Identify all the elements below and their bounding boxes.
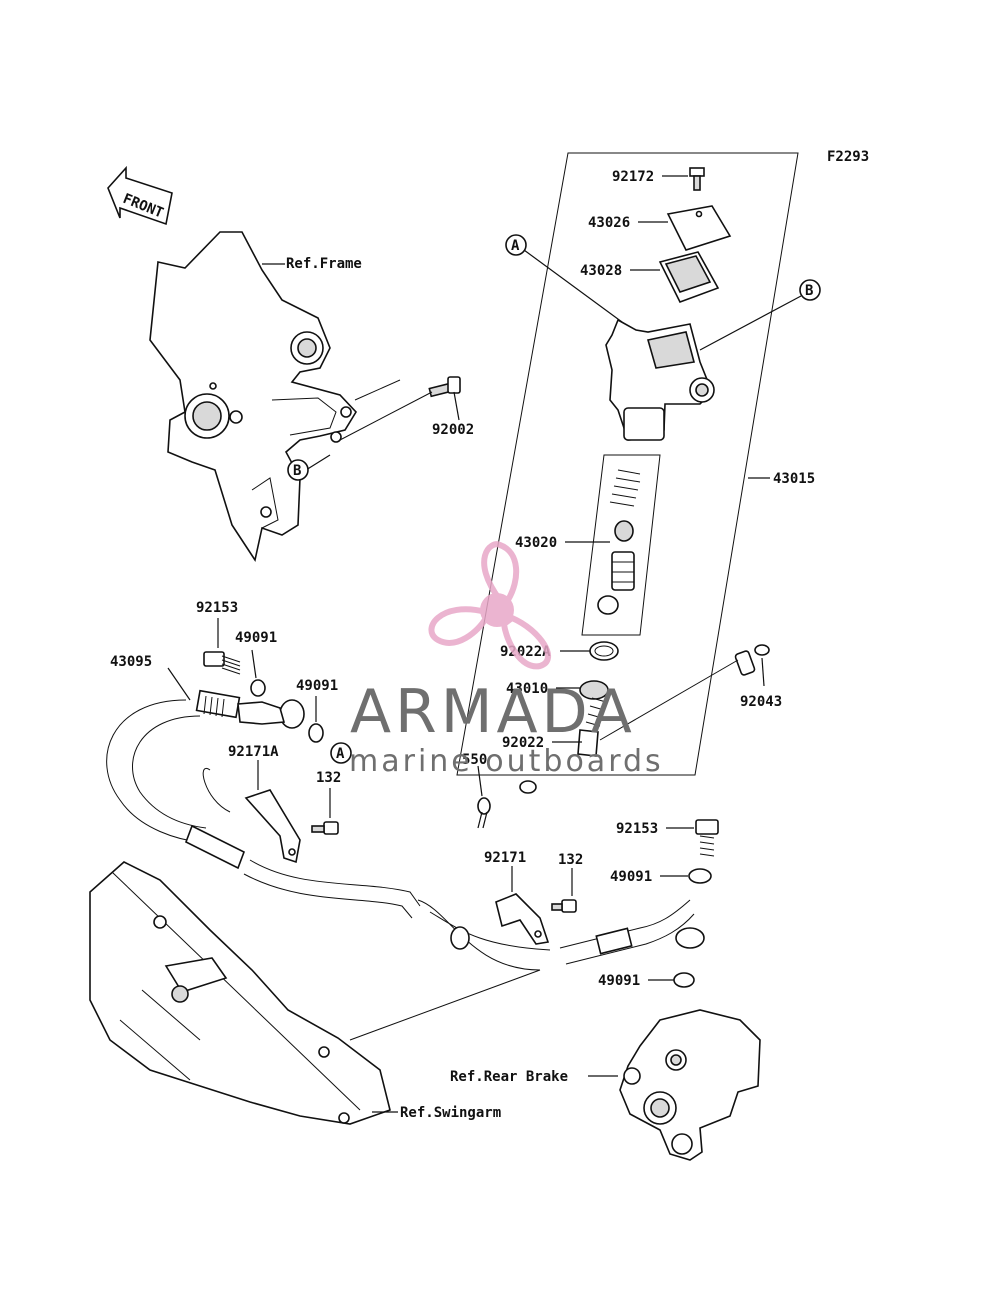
washer-49091-c [688, 868, 712, 884]
piston-kit-box-43020 [581, 454, 661, 636]
label-43010: 43010 [506, 681, 548, 697]
label-49091-c: 49091 [610, 869, 652, 885]
label-43026: 43026 [588, 215, 630, 231]
label-43020: 43020 [515, 535, 557, 551]
label-43095: 43095 [110, 654, 152, 670]
callout-b-top: B [805, 283, 813, 299]
washer [519, 780, 537, 794]
label-43028: 43028 [580, 263, 622, 279]
label-49091-a: 49091 [235, 630, 277, 646]
label-92002: 92002 [432, 422, 474, 438]
label-92171a: 92171A [228, 744, 279, 760]
callout-a-top: A [511, 238, 520, 254]
clamp-92171a [202, 767, 301, 864]
label-43015: 43015 [773, 471, 815, 487]
figure-code: F2293 [827, 149, 869, 165]
front-arrow-icon: FRONT [107, 165, 173, 226]
frame-drawing [149, 231, 358, 563]
push-rod-43010 [577, 680, 609, 757]
label-49091-b: 49091 [296, 678, 338, 694]
lower-hose [417, 899, 705, 971]
assembly-outline-43015 [456, 152, 799, 776]
washer-49091-d [673, 972, 695, 988]
cap-43026 [666, 205, 732, 251]
washer-49091-b [308, 723, 324, 743]
rear-brake-caliper [619, 1009, 761, 1161]
label-ref-rear-brake: Ref.Rear Brake [450, 1069, 568, 1085]
screw-92172 [689, 167, 705, 191]
cotter-pin-550 [477, 797, 491, 829]
diaphragm-43028 [658, 251, 720, 303]
label-92022: 92022 [502, 735, 544, 751]
label-92153-top: 92153 [196, 600, 238, 616]
bolt-132-a [311, 821, 339, 835]
label-49091-d: 49091 [598, 973, 640, 989]
circlip-92022a [589, 641, 619, 661]
banjo-bolt-92153-b [695, 819, 719, 857]
label-132-a: 132 [316, 770, 341, 786]
label-132-b: 132 [558, 852, 583, 868]
pin-92043 [734, 644, 770, 676]
callout-b-frame: B [293, 463, 301, 479]
bolt-92002 [428, 376, 461, 398]
watermark-tagline: marine outboards [349, 744, 664, 779]
watermark-brand: ARMADA [350, 677, 636, 747]
bolt-132-b [551, 899, 577, 913]
label-ref-frame: Ref.Frame [286, 256, 362, 272]
label-92153-b: 92153 [616, 821, 658, 837]
banjo-bolt-92153-top [203, 651, 241, 675]
label-92043: 92043 [740, 694, 782, 710]
callout-a-hose: A [336, 746, 345, 762]
washer-49091-a [250, 679, 266, 697]
armada-propeller-logo [428, 541, 552, 670]
label-92172: 92172 [612, 169, 654, 185]
piston-kit-43020 [597, 469, 641, 615]
swingarm-drawing [89, 861, 391, 1125]
master-cylinder-body [605, 318, 715, 441]
label-92171: 92171 [484, 850, 526, 866]
label-550: 550 [462, 752, 487, 768]
brake-hose-43095 [106, 689, 421, 919]
clamp-92171 [495, 893, 550, 945]
label-ref-swingarm: Ref.Swingarm [400, 1105, 501, 1121]
